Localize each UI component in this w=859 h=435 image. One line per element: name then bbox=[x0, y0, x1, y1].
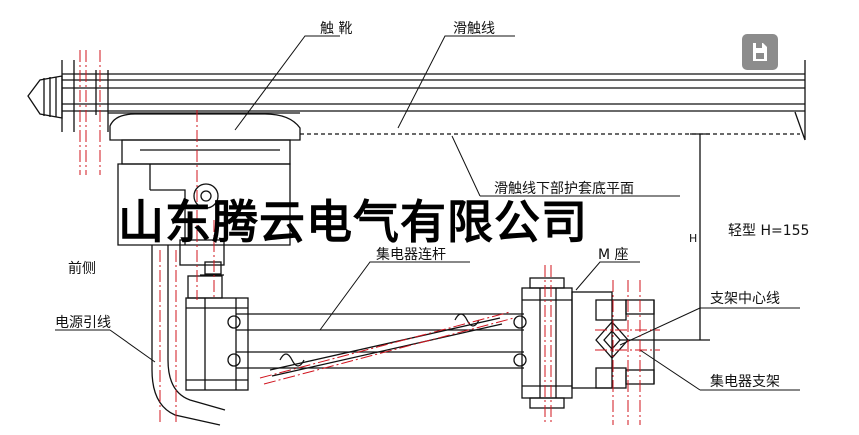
trolley-rail bbox=[62, 60, 806, 141]
corner-save-button[interactable] bbox=[742, 34, 778, 70]
leader-lines bbox=[55, 35, 800, 391]
label-collector-bracket: 集电器支架 bbox=[710, 374, 780, 390]
left-collector-block bbox=[185, 275, 249, 391]
label-front-side: 前侧 bbox=[68, 261, 96, 277]
label-bracket-centerline: 支架中心线 bbox=[710, 291, 780, 307]
collector-link-arms bbox=[227, 313, 527, 377]
label-trolley-line: 滑触线 bbox=[453, 21, 495, 37]
label-height-dim: H bbox=[689, 232, 698, 245]
label-light-type: 轻型 H=155 bbox=[728, 223, 810, 239]
company-watermark: 山东腾云电气有限公司 bbox=[118, 195, 588, 249]
label-power-lead: 电源引线 bbox=[55, 315, 111, 331]
label-sheath-bottom-plane: 滑触线下部护套底平面 bbox=[494, 181, 634, 197]
m-seat bbox=[521, 277, 573, 409]
label-m-seat: M 座 bbox=[598, 247, 629, 263]
rail-end-cap bbox=[27, 60, 109, 132]
height-dimension bbox=[620, 133, 710, 341]
label-collector-link: 集电器连杆 bbox=[376, 247, 446, 263]
power-lead-cable bbox=[151, 245, 226, 426]
label-contact-shoe: 触 靴 bbox=[320, 21, 353, 37]
save-icon bbox=[753, 43, 767, 61]
collector-bracket-clamp bbox=[571, 291, 655, 389]
contact-shoe bbox=[109, 113, 301, 276]
red-centerlines bbox=[79, 50, 660, 425]
